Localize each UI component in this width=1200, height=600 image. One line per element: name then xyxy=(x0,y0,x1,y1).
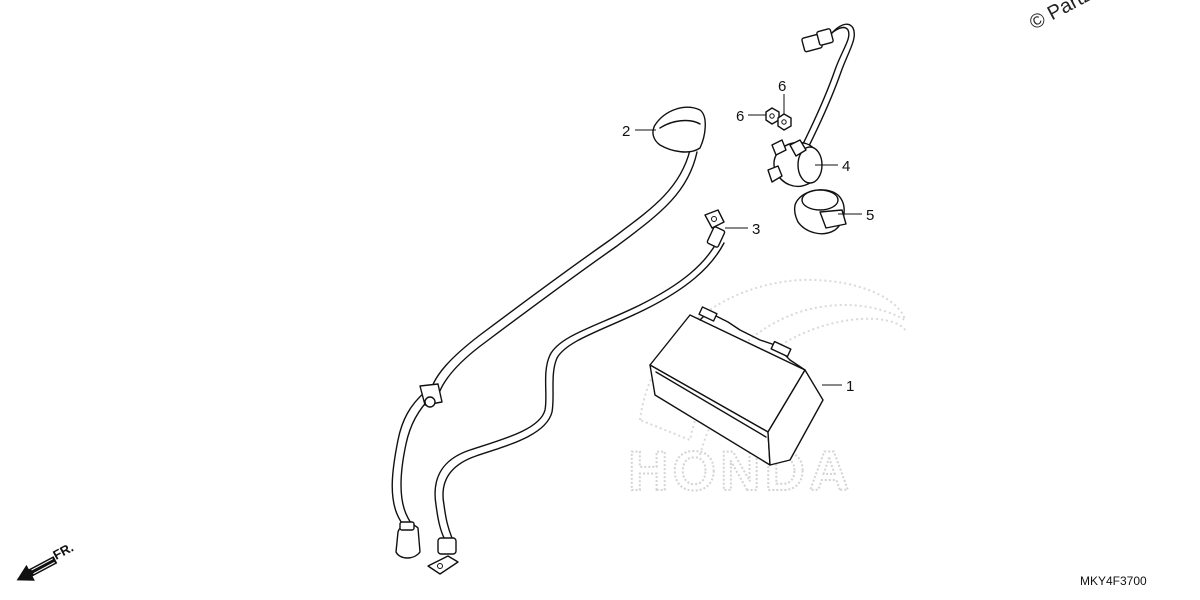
nut-drawing xyxy=(765,107,792,131)
callout-6-left[interactable]: 6 xyxy=(736,108,744,125)
callout-4[interactable]: 4 xyxy=(842,158,850,175)
starter-motor-cable-drawing xyxy=(391,106,706,559)
ground-cable-drawing xyxy=(427,209,726,575)
starter-relay-switch-drawing xyxy=(767,23,855,188)
relay-cover-drawing xyxy=(793,189,847,235)
callout-2[interactable]: 2 xyxy=(622,123,630,140)
callout-5[interactable]: 5 xyxy=(866,207,874,224)
battery-drawing xyxy=(649,306,824,466)
front-indicator: FR. xyxy=(16,540,76,581)
callout-1[interactable]: 1 xyxy=(846,378,854,395)
callout-3[interactable]: 3 xyxy=(752,221,760,238)
front-direction-arrow-icon xyxy=(16,556,58,581)
leader-lines xyxy=(635,94,862,386)
watermark-text: HONDA xyxy=(628,439,853,502)
diagram-code: MKY4F3700 xyxy=(1080,574,1147,588)
copyright-text: © Partz xyxy=(1026,0,1095,34)
callouts: 2 3 4 5 6 6 1 xyxy=(622,78,874,395)
callout-6-top[interactable]: 6 xyxy=(778,78,786,95)
